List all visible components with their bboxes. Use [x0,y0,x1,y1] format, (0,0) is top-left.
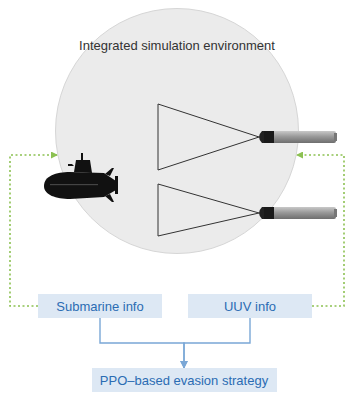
strategy-box: PPO–based evasion strategy [92,368,277,392]
box-label: UUV info [224,299,276,314]
feedback-arrow [297,155,344,306]
box-label: PPO–based evasion strategy [100,373,268,388]
simulation-circle: Integrated simulation environment [55,8,299,254]
info-box: Submarine info [38,294,162,318]
circle-title: Integrated simulation environment [55,8,299,53]
box-label: Submarine info [56,299,143,314]
flow-arrow [184,318,250,368]
info-box: UUV info [188,294,312,318]
flow-arrow [100,318,184,368]
